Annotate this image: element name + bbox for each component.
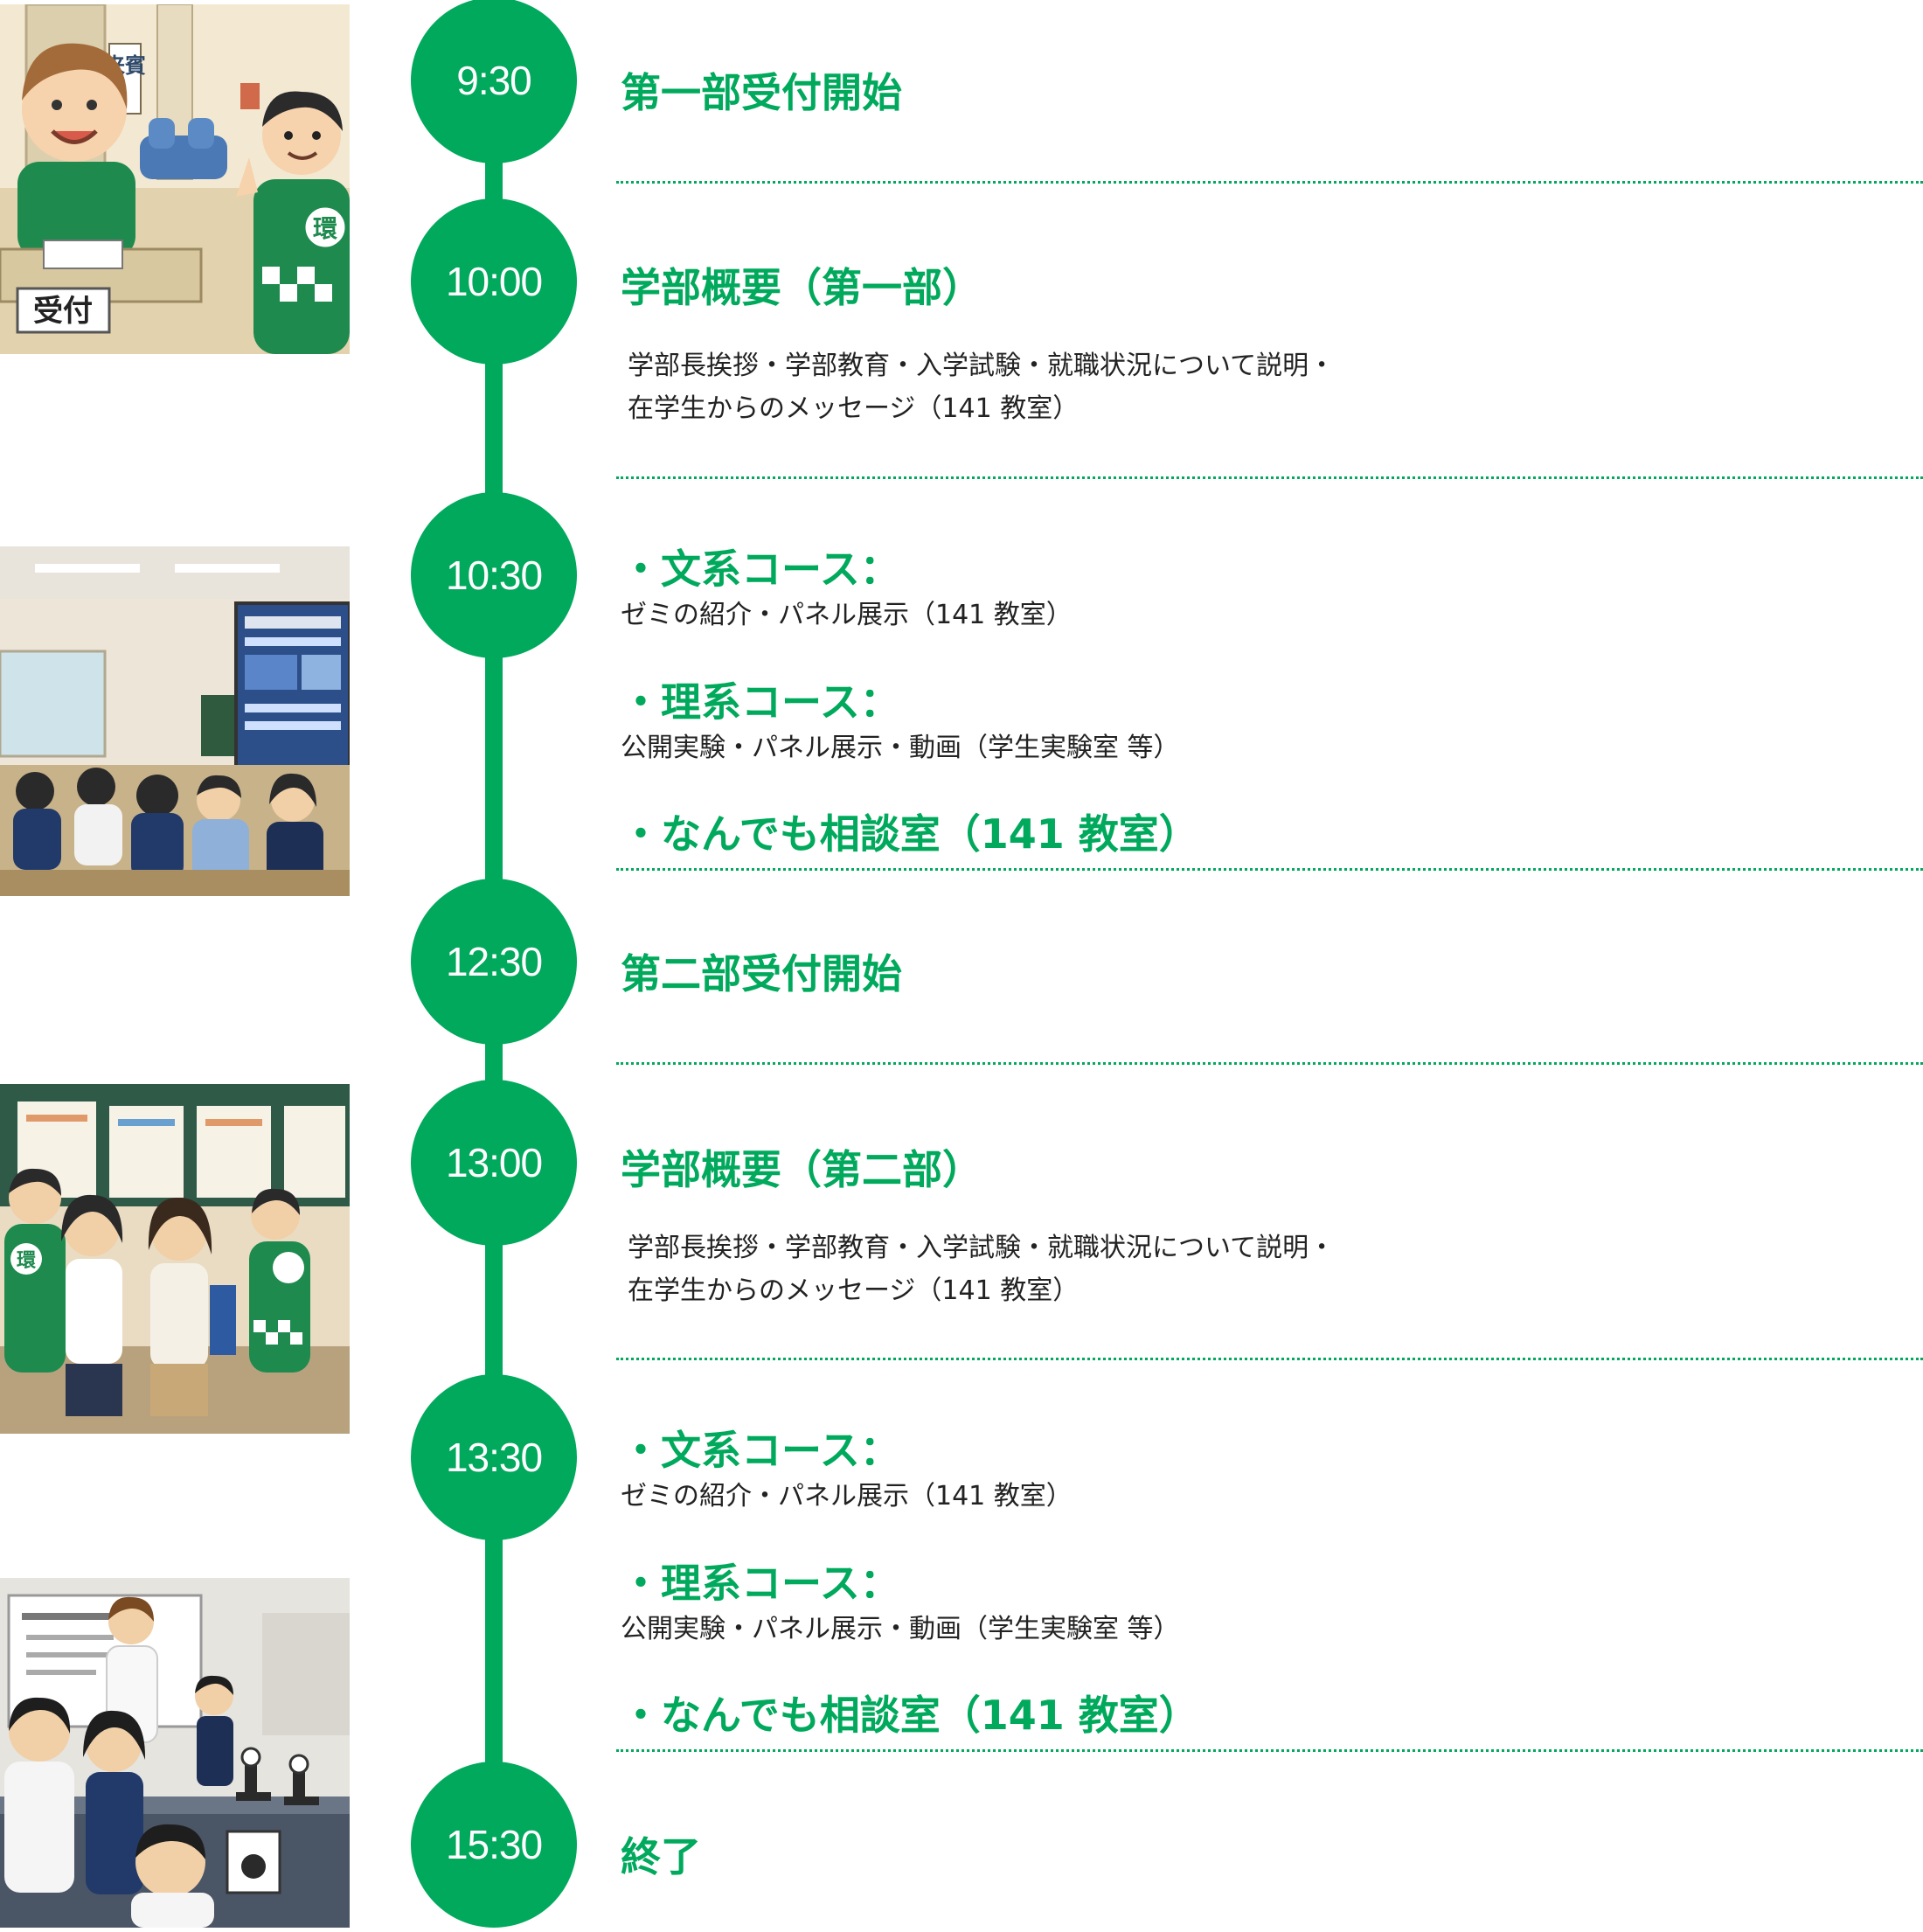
time-node-1330: 13:30: [411, 1374, 577, 1540]
divider: [616, 1358, 1923, 1360]
event-desc-overview-part1-line2: 在学生からのメッセージ（141 教室）: [628, 393, 1080, 424]
humanities-course-title: ・文系コース：: [621, 1427, 900, 1474]
time-node-1530: 15:30: [411, 1762, 577, 1928]
consultation-room-title: ・なんでも相談室（141 教室）: [621, 1692, 1199, 1739]
time-label: 9:30: [456, 58, 532, 103]
time-node-1230: 12:30: [411, 879, 577, 1045]
event-title-reception-part1: 第一部受付開始: [621, 69, 902, 116]
classroom-illustration: [0, 546, 350, 896]
event-title-reception-part2: 第二部受付開始: [621, 950, 902, 997]
time-label: 13:00: [445, 1140, 543, 1185]
time-label: 15:30: [445, 1822, 543, 1867]
time-label: 13:30: [445, 1435, 543, 1480]
consultation-room-title: ・なんでも相談室（141 教室）: [621, 810, 1199, 858]
event-desc-overview-part2-line1: 学部長挨拶・学部教育・入学試験・就職状況について説明・: [628, 1233, 1336, 1263]
lab-illustration: [0, 1578, 350, 1928]
humanities-course-desc: ゼミの紹介・パネル展示（141 教室）: [621, 600, 1073, 630]
divider: [616, 868, 1923, 871]
badge-text: 環: [313, 214, 338, 243]
time-label: 10:00: [445, 259, 543, 304]
divider: [616, 181, 1923, 184]
science-course-desc: 公開実験・パネル展示・動画（学生実験室 等）: [621, 1614, 1180, 1644]
science-course-title: ・理系コース：: [621, 1560, 900, 1607]
time-node-1300: 13:00: [411, 1080, 577, 1246]
event-title-end: 終了: [621, 1833, 701, 1880]
divider: [616, 476, 1923, 479]
poster-session-illustration: 環: [0, 1084, 350, 1434]
event-desc-overview-part2-line2: 在学生からのメッセージ（141 教室）: [628, 1275, 1080, 1306]
divider: [616, 1749, 1923, 1752]
event-title-overview-part2: 学部概要（第二部）: [621, 1146, 982, 1193]
science-course-desc: 公開実験・パネル展示・動画（学生実験室 等）: [621, 733, 1180, 763]
reception-sign-text: 受付: [33, 294, 93, 329]
time-label: 12:30: [445, 939, 543, 984]
time-node-1000: 10:00: [411, 198, 577, 365]
humanities-course-title: ・文系コース：: [621, 546, 900, 593]
time-node-0930: 9:30: [411, 0, 577, 163]
time-node-1030: 10:30: [411, 492, 577, 658]
reception-illustration: 来賓 受付 環: [0, 4, 350, 354]
divider: [616, 1062, 1923, 1065]
time-label: 10:30: [445, 552, 543, 598]
humanities-course-desc: ゼミの紹介・パネル展示（141 教室）: [621, 1481, 1073, 1512]
event-desc-overview-part1-line1: 学部長挨拶・学部教育・入学試験・就職状況について説明・: [628, 351, 1336, 381]
poster-badge-text: 環: [17, 1250, 37, 1272]
science-course-title: ・理系コース：: [621, 678, 900, 726]
event-title-overview-part1: 学部概要（第一部）: [621, 264, 982, 311]
